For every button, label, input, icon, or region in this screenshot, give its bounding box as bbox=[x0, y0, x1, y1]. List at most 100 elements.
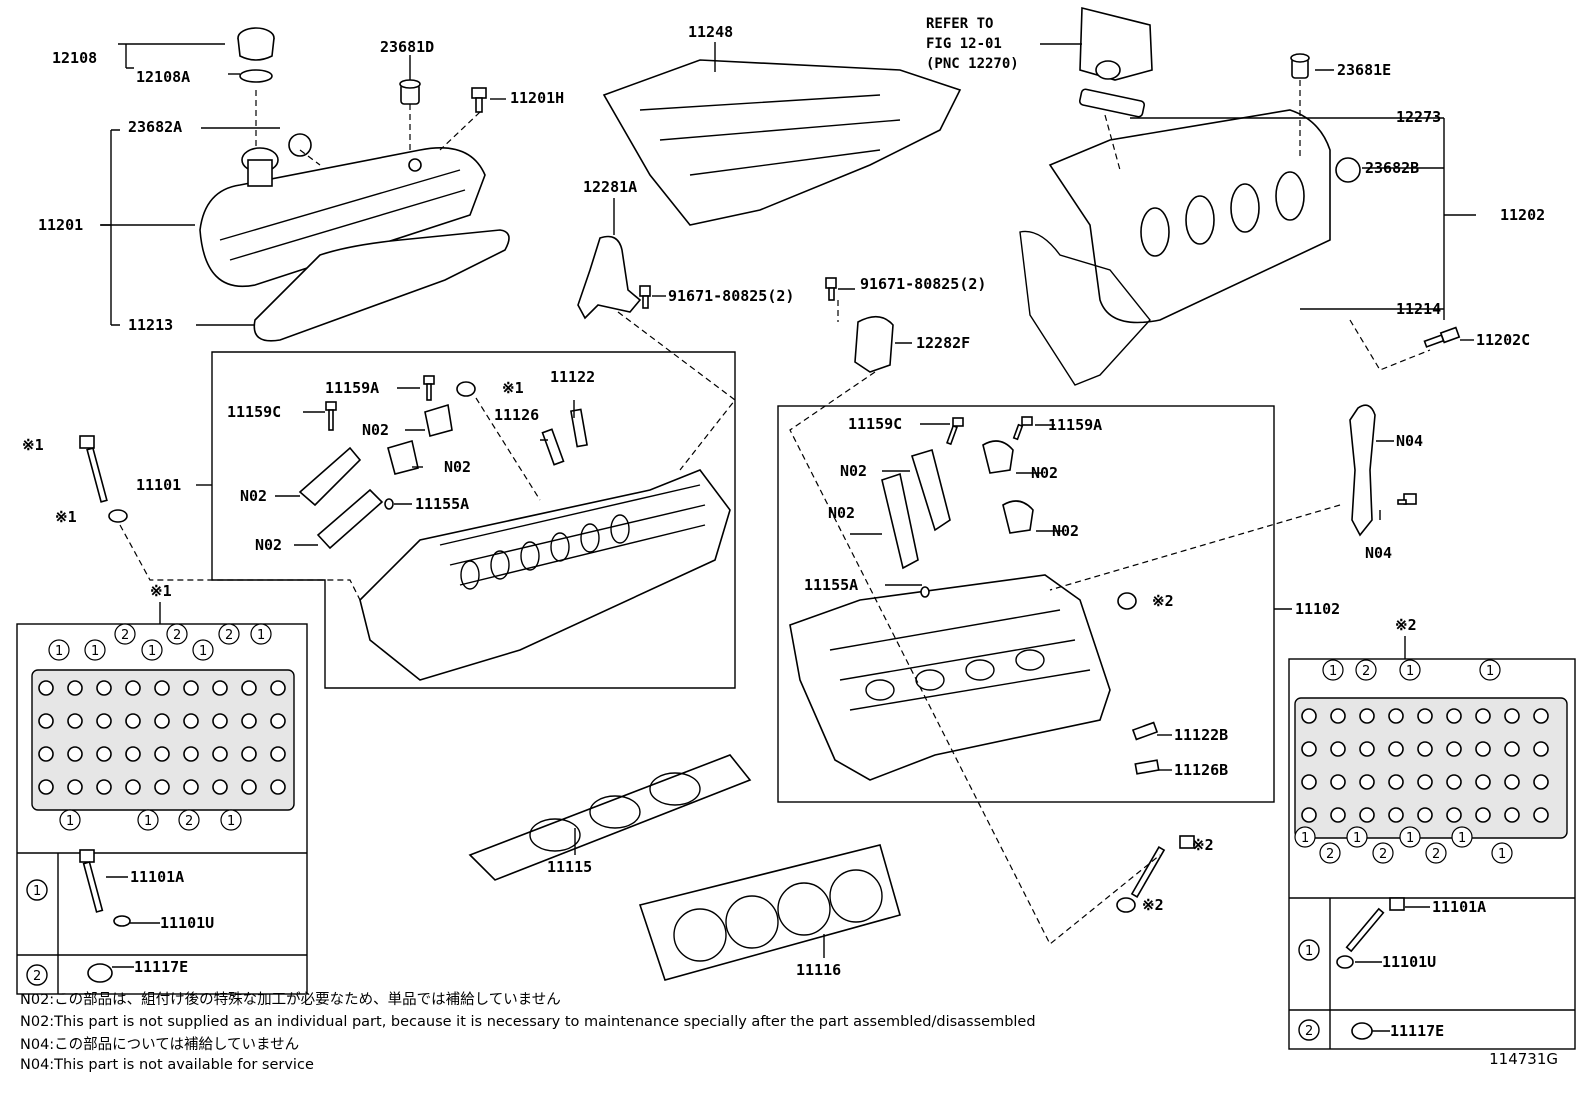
bolt-hole bbox=[212, 713, 228, 729]
label-11159A-left: 11159A bbox=[325, 379, 379, 397]
refer-line-1: REFER TO bbox=[926, 16, 993, 32]
bolt-order-marker bbox=[114, 623, 136, 645]
bolt-hole bbox=[1417, 741, 1433, 757]
bolt-hole bbox=[38, 779, 54, 795]
bolt-order-number: 1 bbox=[66, 814, 74, 829]
bolt-hole bbox=[241, 713, 257, 729]
bracket-12281A bbox=[577, 235, 642, 320]
bolt-hole bbox=[38, 713, 54, 729]
plug-11155A-right bbox=[920, 586, 930, 598]
bolt-hole bbox=[212, 680, 228, 696]
bolt-hole bbox=[38, 680, 54, 696]
label-n02-left-4: N02 bbox=[255, 536, 282, 554]
bolt-hole bbox=[1330, 741, 1346, 757]
left-legend-11117E: 11117E bbox=[134, 958, 188, 976]
bolt-hole bbox=[154, 713, 170, 729]
bolt-order-marker bbox=[1319, 842, 1341, 864]
label-mark1-washer: ※1 bbox=[55, 508, 77, 526]
label-12108A: 12108A bbox=[136, 68, 190, 86]
bolt-order-number: 1 bbox=[55, 644, 63, 659]
bolt-order-number: 2 bbox=[173, 628, 181, 643]
bolt-order-marker bbox=[250, 623, 272, 645]
label-11101: 11101 bbox=[136, 476, 181, 494]
bolt-order-number: 1 bbox=[257, 628, 265, 643]
label-11201H: 11201H bbox=[510, 89, 564, 107]
head-bolt-mark1 bbox=[79, 435, 108, 503]
left-bolt-pattern-box bbox=[16, 623, 308, 995]
label-11126B: 11126B bbox=[1174, 761, 1228, 779]
bolt-order-marker bbox=[178, 809, 200, 831]
right-cylinder-head-frame bbox=[777, 405, 1275, 803]
bolt-hole bbox=[1301, 741, 1317, 757]
bolt-hole bbox=[1301, 807, 1317, 823]
bolt-order-marker bbox=[1451, 826, 1473, 848]
bolt-order-marker bbox=[1399, 826, 1421, 848]
bolt-N04 bbox=[1397, 493, 1417, 505]
bolt-11159C-right bbox=[946, 417, 964, 446]
bolt-hole bbox=[1301, 708, 1317, 724]
cam-bearing-cap-right-2 bbox=[881, 472, 919, 570]
bolt-order-number: 1 bbox=[199, 644, 207, 659]
cam-bearing-cap-left-3 bbox=[298, 446, 362, 507]
label-n02-left-3: N02 bbox=[240, 487, 267, 505]
bolt-hole bbox=[1475, 708, 1491, 724]
bolt-hole bbox=[1359, 741, 1375, 757]
bolt-hole bbox=[1533, 708, 1549, 724]
label-11213: 11213 bbox=[128, 316, 173, 334]
bolt-hole bbox=[125, 680, 141, 696]
bolt-hole bbox=[96, 779, 112, 795]
dashed-lines bbox=[119, 80, 1431, 945]
bolt-hole bbox=[125, 779, 141, 795]
svg-text:2: 2 bbox=[33, 969, 41, 984]
label-11122: 11122 bbox=[550, 368, 595, 386]
bolt-hole bbox=[1475, 741, 1491, 757]
label-11155A-right: 11155A bbox=[804, 576, 858, 594]
bolt-hole bbox=[1446, 708, 1462, 724]
label-11202C: 11202C bbox=[1476, 331, 1530, 349]
refer-line-2: FIG 12-01 bbox=[926, 36, 1002, 52]
label-mark1-bolt: ※1 bbox=[22, 436, 44, 454]
label-11159A-right: 11159A bbox=[1048, 416, 1102, 434]
label-11248: 11248 bbox=[688, 23, 733, 41]
valve-guide-11126B bbox=[1134, 759, 1160, 775]
bolt-hole bbox=[1417, 807, 1433, 823]
label-11201: 11201 bbox=[38, 216, 83, 234]
bolt-hole bbox=[212, 779, 228, 795]
label-11122B: 11122B bbox=[1174, 726, 1228, 744]
bracket-12282F bbox=[854, 315, 894, 373]
bolt-order-number: 1 bbox=[1486, 664, 1494, 679]
bolt-order-marker bbox=[141, 639, 163, 661]
bolt-order-marker bbox=[1355, 659, 1377, 681]
label-n02-left-1: N02 bbox=[362, 421, 389, 439]
bolt-hole bbox=[212, 746, 228, 762]
washer-mark1 bbox=[108, 509, 128, 523]
right-legend-row2: 2 11117E bbox=[1298, 1019, 1444, 1041]
bolt-hole bbox=[67, 713, 83, 729]
bolt-hole bbox=[1388, 774, 1404, 790]
bolt-hole bbox=[38, 746, 54, 762]
note-n04-en: N04:This part is not available for servi… bbox=[20, 1057, 314, 1073]
label-n04-bolt: N04 bbox=[1365, 544, 1392, 562]
bolt-order-marker bbox=[84, 639, 106, 661]
bolt-order-marker bbox=[137, 809, 159, 831]
right-head-cover-gasket bbox=[1019, 230, 1151, 386]
bolt-hole bbox=[67, 779, 83, 795]
bolt-hole bbox=[67, 746, 83, 762]
label-23681E: 23681E bbox=[1337, 61, 1391, 79]
label-12281A: 12281A bbox=[583, 178, 637, 196]
bolt-hole bbox=[270, 779, 286, 795]
label-n02-right-1: N02 bbox=[840, 462, 867, 480]
bolt-hole bbox=[96, 680, 112, 696]
bolt-order-number: 1 bbox=[144, 814, 152, 829]
bolt-order-number: 1 bbox=[148, 644, 156, 659]
label-11159C-left: 11159C bbox=[227, 403, 281, 421]
svg-text:1: 1 bbox=[1305, 944, 1313, 959]
label-23682A: 23682A bbox=[128, 118, 182, 136]
left-legend-11101U: 11101U bbox=[160, 914, 214, 932]
bolt-hole bbox=[270, 746, 286, 762]
bolt-order-marker bbox=[192, 639, 214, 661]
bolt-order-number: 1 bbox=[1329, 664, 1337, 679]
bolt-order-number: 1 bbox=[1458, 831, 1466, 846]
